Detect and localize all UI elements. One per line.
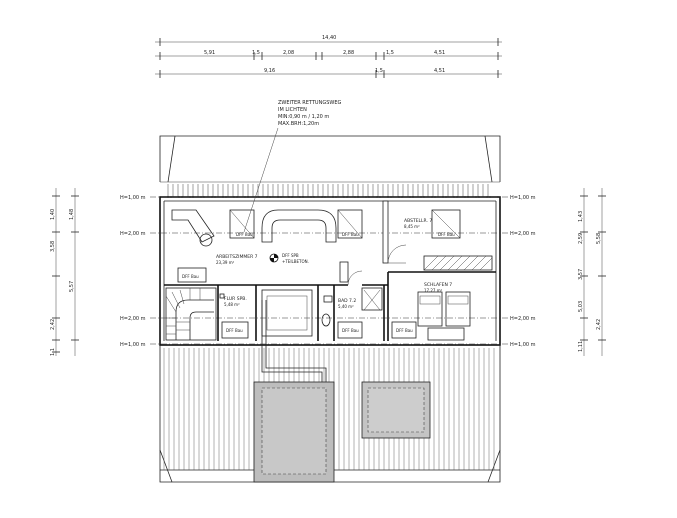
- sofa: [261, 209, 337, 243]
- dim-right-inner-3: 1,11: [578, 341, 584, 352]
- skylights-upper: [177, 209, 461, 339]
- dim-top-total: 14,40: [322, 35, 336, 41]
- shaft-label: DFF SPB: [282, 253, 299, 258]
- dim-top-3: 2,08: [283, 50, 294, 56]
- annotation-leader: [243, 127, 279, 233]
- room-bad-name: BAD 7.2: [338, 298, 356, 304]
- annotation-line-1: ZWEITER RETTUNGSWEG: [278, 100, 341, 106]
- dim-right-inner-1: 2,59: [578, 233, 584, 244]
- beds: [391, 291, 471, 341]
- dim-left-4: 1,1: [50, 348, 56, 356]
- skylight-label-3: DFF Bau: [438, 232, 455, 237]
- annotation-line-4: MAX.BRH:1,20m: [278, 121, 319, 127]
- dim-top-row2-3: 4,51: [434, 68, 445, 74]
- room-labels: ARBEITSZIMMER 7 23,39 m² ABSTELLR. 7 8,4…: [216, 218, 452, 309]
- dim-top-5: 1,5: [386, 50, 394, 56]
- room-arbeitszimmer-name: ARBEITSZIMMER 7: [216, 254, 258, 260]
- door-swing: [387, 244, 407, 264]
- roof-outline: [159, 135, 501, 183]
- height-label-left-top: H=1,00 m: [120, 195, 146, 201]
- height-label-left-3: H=2,00 m: [120, 316, 146, 322]
- height-label-right-top: H=1,00 m: [510, 195, 536, 201]
- skylight-label-2: DFF Bau: [342, 232, 359, 237]
- dim-right-inner-4: 5,03: [578, 301, 584, 312]
- height-label-left-bottom: H=1,00 m: [120, 342, 146, 348]
- dim-top-4: 2,88: [343, 50, 354, 56]
- dim-right-2: 5,58: [596, 233, 602, 244]
- door-swing-2: [347, 270, 363, 286]
- dim-right-3: 2,42: [596, 319, 602, 330]
- staircase: [165, 287, 217, 341]
- skylight-label-4: DFF Bau: [182, 274, 199, 279]
- room-abstellraum-area: 8,45 m²: [404, 224, 420, 229]
- room-schlafen-name: SCHLAFEN 7: [424, 282, 452, 288]
- storage-shelf: [423, 255, 493, 271]
- right-dimension-chains: 1,43 2,59 3,57 5,03 1,11 5,58 2,42: [578, 188, 606, 356]
- dim-top-6: 4,51: [434, 50, 445, 56]
- dim-top-row2-1: 9,16: [264, 68, 275, 74]
- outer-walls: [159, 196, 501, 346]
- skylight-label-5: DFF Bau: [226, 328, 243, 333]
- dim-right-inner-2: 3,57: [578, 269, 584, 280]
- dim-left-inner-2: 5,57: [69, 281, 75, 292]
- room-abstellraum-name: ABSTELLR. 7: [404, 218, 432, 224]
- skylight-labels: DFF Bau DFF Bau DFF Bau DFF Bau DFF Bau …: [182, 232, 455, 333]
- dim-top-row2-2: 1,5: [375, 68, 383, 74]
- dim-top-2: 1,5: [252, 50, 260, 56]
- dim-left-3: 2,42: [50, 319, 56, 330]
- room-bad-area: 5,40 m²: [338, 304, 354, 309]
- dim-top-1: 5,91: [204, 50, 215, 56]
- bathtub-area: [261, 287, 383, 337]
- height-label-right-2: H=2,00 m: [510, 231, 536, 237]
- top-dimension-chains: 14,40 5,91 1,5 2,08 2,88 1,5 4,51 9,16 1…: [155, 35, 502, 78]
- rafter-hatch-top: [167, 184, 489, 197]
- escape-route-annotation: ZWEITER RETTUNGSWEG IM LICHTEN MIN:0,90 …: [243, 100, 341, 233]
- chimney: [339, 261, 349, 283]
- annotation-line-3: MIN:0,90 m / 1,20 m: [278, 114, 329, 120]
- skylight-label-6: DFF Bau: [342, 328, 359, 333]
- interior-walls: [164, 200, 496, 341]
- shaft-symbol: [269, 253, 279, 263]
- room-arbeitszimmer-area: 23,39 m²: [216, 260, 235, 265]
- desk: [171, 209, 215, 247]
- fixture: [219, 293, 225, 299]
- dim-right-1: 1,43: [578, 211, 584, 222]
- room-schlafen-area: 17,27 m²: [424, 288, 443, 293]
- height-label-right-bottom: H=1,00 m: [510, 342, 536, 348]
- dim-left-1: 1,40: [50, 209, 56, 220]
- shaft-sublabel: +TEILBETON.: [282, 259, 309, 264]
- left-dimension-chains: 1,40 3,58 2,42 1,1 1,48 5,57: [50, 188, 79, 356]
- skylight-label-1: DFF Bau: [236, 232, 253, 237]
- height-label-right-3: H=2,00 m: [510, 316, 536, 322]
- room-flur-name: FLUR SPB.: [224, 296, 247, 302]
- roof-dormers: [253, 300, 431, 483]
- annotation-line-2: IM LICHTEN: [278, 107, 307, 113]
- dim-left-inner-1: 1,48: [69, 209, 75, 220]
- dim-left-2: 3,58: [50, 241, 56, 252]
- skylight-label-7: DFF Bau: [396, 328, 413, 333]
- room-flur-area: 5,48 m²: [224, 302, 240, 307]
- height-label-left-2: H=2,00 m: [120, 231, 146, 237]
